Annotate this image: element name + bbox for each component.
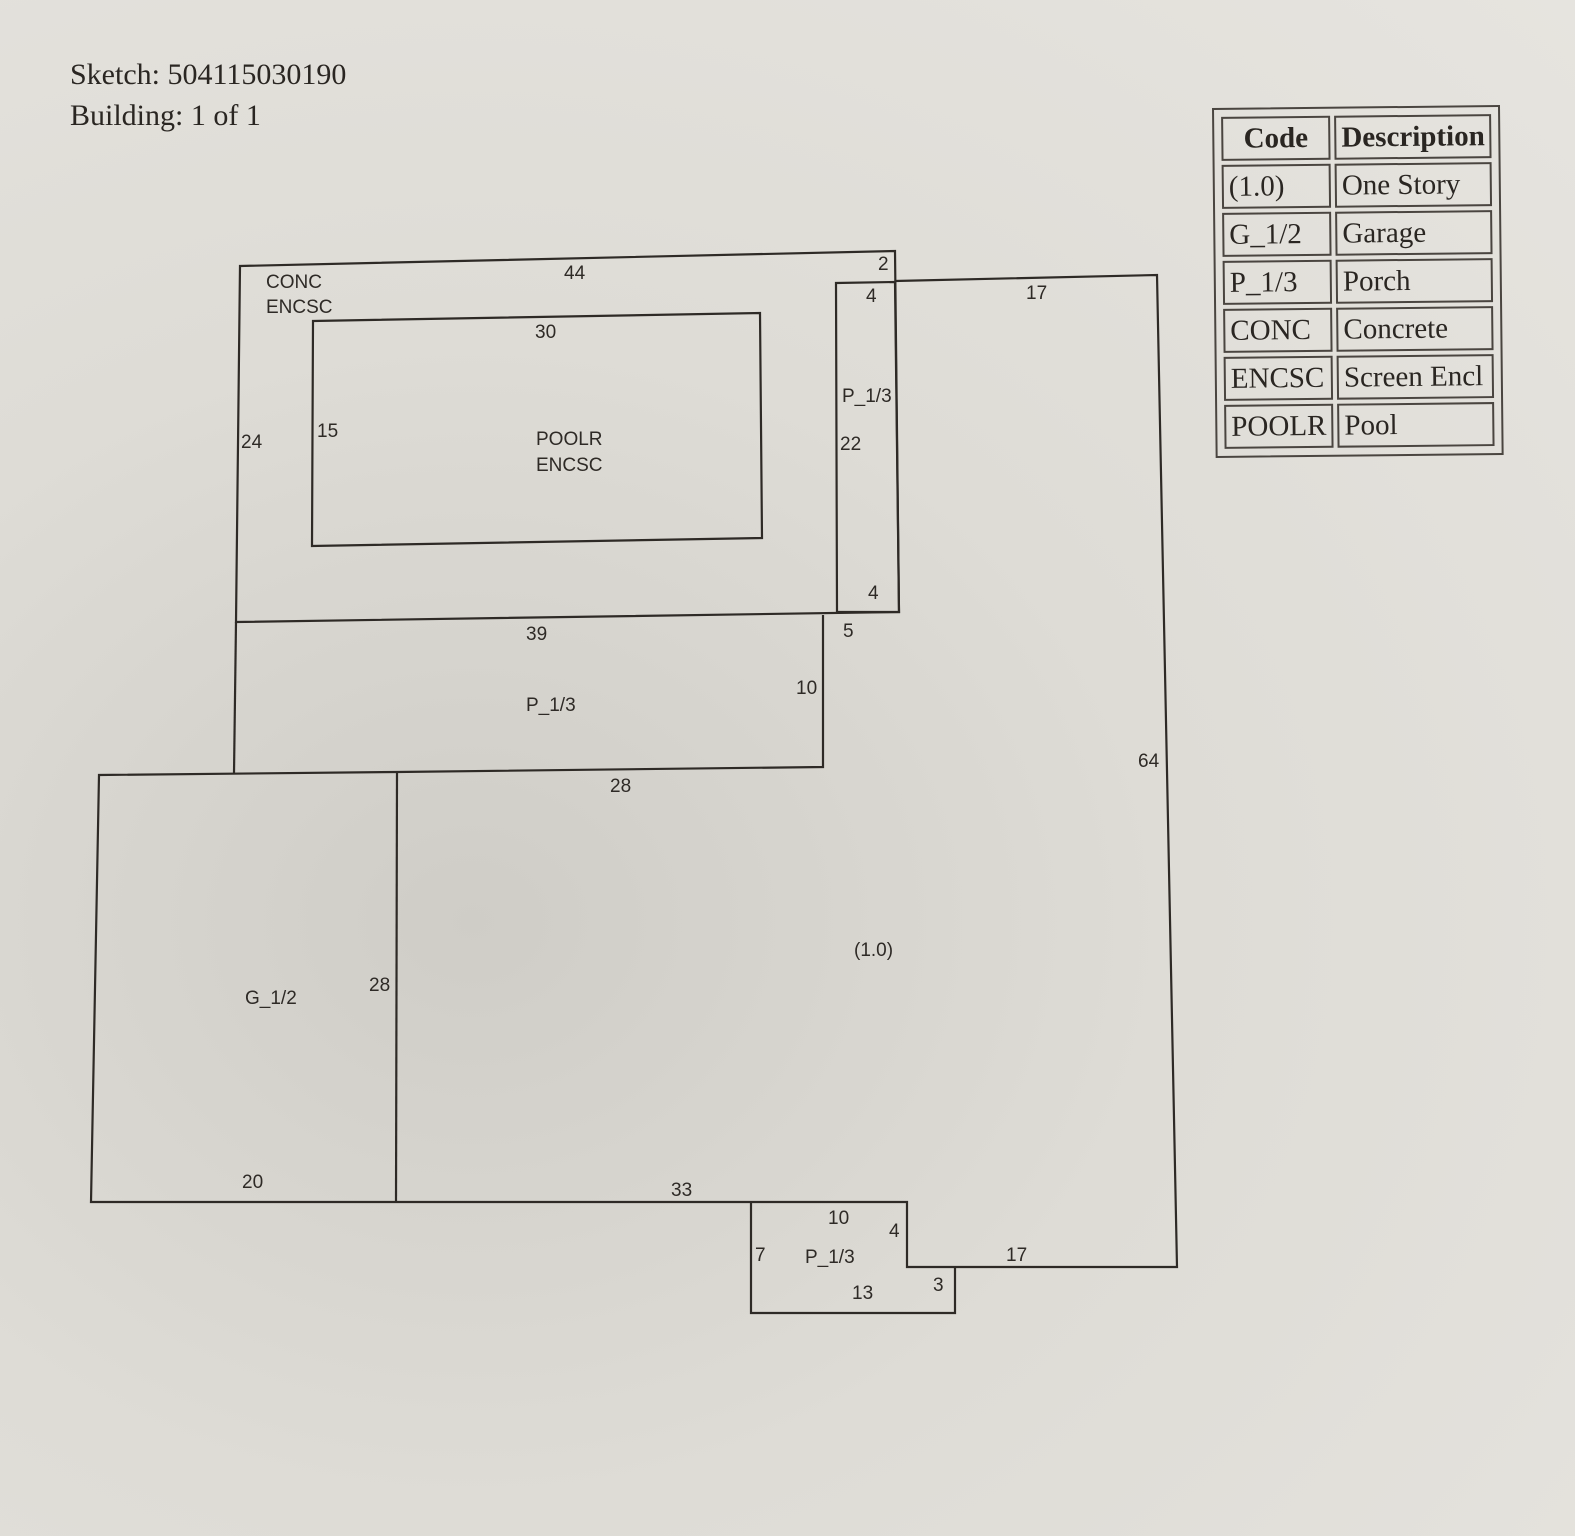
dimension-label: 28 <box>610 776 632 797</box>
porch-mid-outline <box>232 621 238 774</box>
sketch-id: Sketch: 504115030190 <box>70 58 347 91</box>
porch-right-outline <box>834 280 901 614</box>
dimension-label: 3 <box>933 1275 944 1296</box>
pool-outline <box>310 311 764 548</box>
legend-code: G_1/2 <box>1222 211 1332 257</box>
dimension-label: 64 <box>1138 751 1160 772</box>
legend-header-description: Description <box>1334 114 1492 160</box>
legend-description: Pool <box>1337 402 1496 448</box>
dimension-label: 4 <box>868 583 879 604</box>
legend-description: Garage <box>1335 210 1493 256</box>
area-label-poolr-encsc: ENCSC <box>536 455 603 476</box>
dimension-label: 28 <box>369 975 391 996</box>
area-label-encsc: ENCSC <box>266 297 333 318</box>
area-label-porch-mid: P_1/3 <box>526 695 576 716</box>
area-label-porch-bottom: P_1/3 <box>805 1247 855 1268</box>
porch-bottom-outline <box>749 1202 957 1315</box>
dimension-label: 7 <box>755 1245 766 1266</box>
area-label-main: (1.0) <box>854 940 894 961</box>
area-label-porch-right: P_1/3 <box>842 386 892 407</box>
area-label-garage: G_1/2 <box>245 988 297 1009</box>
area-label-conc: CONC <box>266 272 322 293</box>
dimension-label: 13 <box>852 1283 874 1304</box>
dimension-label: 17 <box>1006 1245 1028 1266</box>
dimension-label: 15 <box>317 421 339 442</box>
dimension-label: 20 <box>242 1172 264 1193</box>
legend-description: One Story <box>1334 162 1493 208</box>
dimension-label: 39 <box>526 624 548 645</box>
legend-code: POOLR <box>1224 403 1334 449</box>
building-count: Building: 1 of 1 <box>70 99 261 132</box>
legend-description: Concrete <box>1336 306 1495 352</box>
dimension-label: 2 <box>878 254 889 275</box>
legend-description: Porch <box>1335 258 1494 304</box>
dimension-label: 5 <box>843 621 854 642</box>
dimension-label: 17 <box>1026 283 1048 304</box>
dimension-label: 10 <box>796 678 818 699</box>
dimension-label: 33 <box>671 1180 693 1201</box>
legend-code: ENCSC <box>1223 355 1334 401</box>
dimension-label: 22 <box>840 434 862 455</box>
dimension-label: 44 <box>564 263 586 284</box>
garage-divider <box>394 771 399 1203</box>
legend-header-row: Code Description <box>1221 114 1492 161</box>
dimension-label: 10 <box>828 1208 850 1229</box>
legend-header-code: Code <box>1221 115 1331 161</box>
dimension-label: 4 <box>889 1221 900 1242</box>
dimension-label: 30 <box>535 322 557 343</box>
legend-code: CONC <box>1223 307 1333 353</box>
dimension-label: 24 <box>241 432 263 453</box>
legend-code: (1.0) <box>1221 163 1332 209</box>
dimension-label: 4 <box>866 286 877 307</box>
main-house-outline <box>89 273 1179 1269</box>
legend-code: P_1/3 <box>1222 259 1333 305</box>
legend-row: (1.0)One Story <box>1221 162 1493 209</box>
legend-description: Screen Encl <box>1336 354 1495 400</box>
area-label-poolr: POOLR <box>536 429 603 450</box>
